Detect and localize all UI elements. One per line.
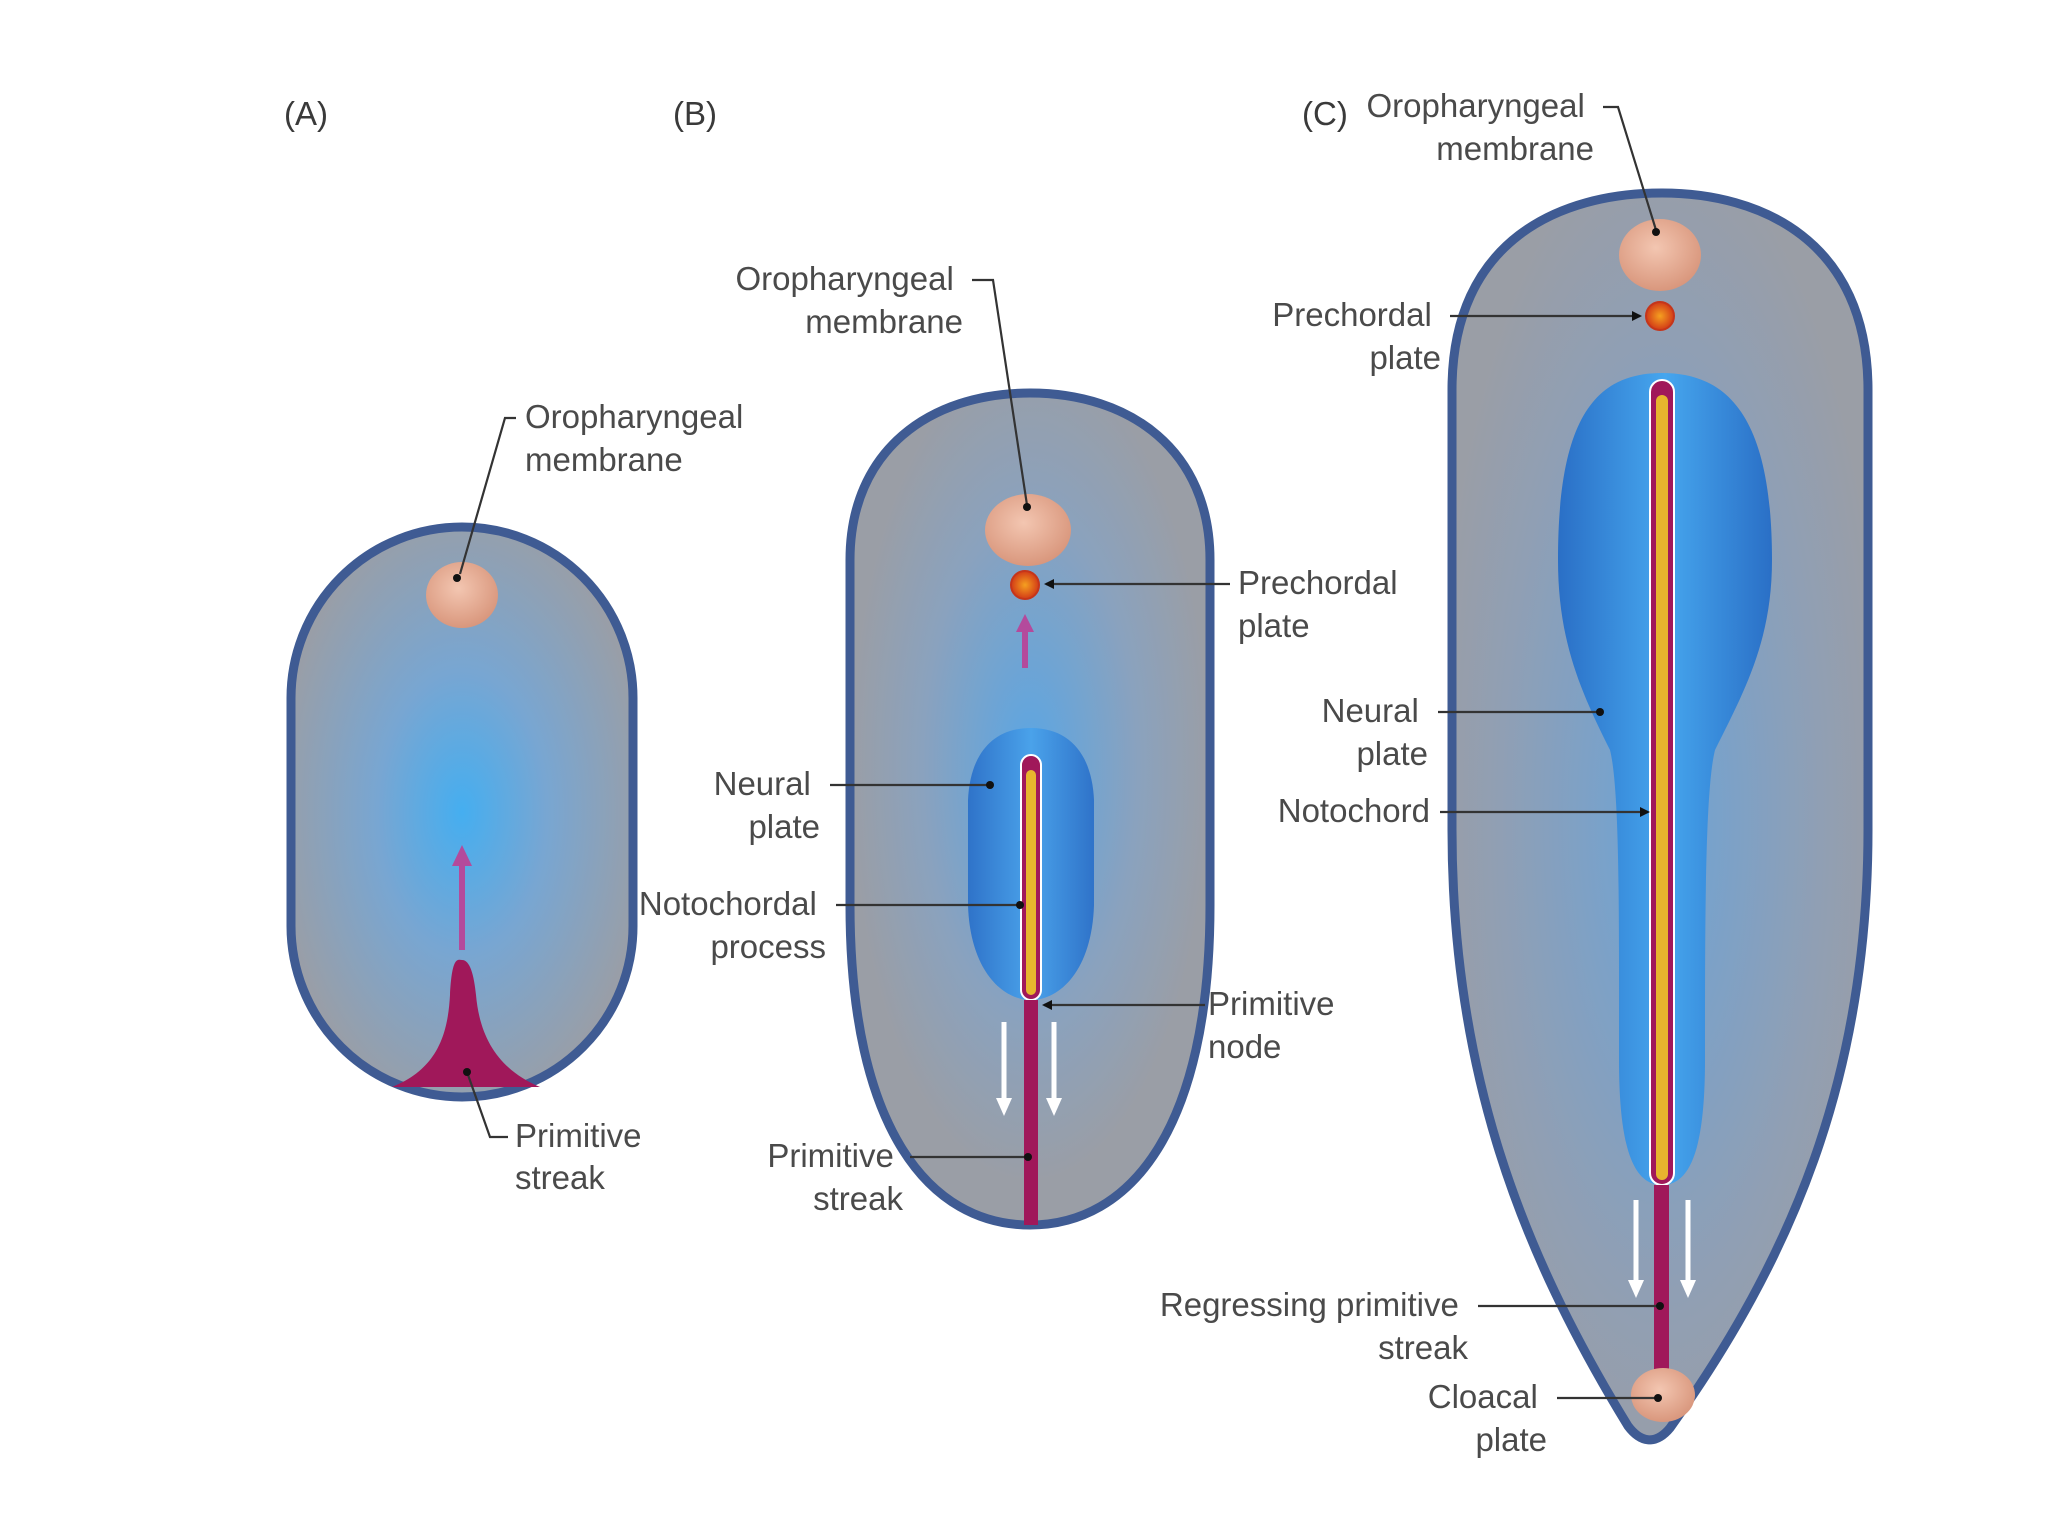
panel-c-notochord-pointer xyxy=(1640,807,1650,817)
panel-a-streak-leader xyxy=(465,1071,508,1139)
panel-c-prechordal-plate xyxy=(1645,301,1675,331)
panel-a-streak-label: Primitive streak xyxy=(515,1117,651,1196)
panel-c-neural-dot xyxy=(1596,708,1604,716)
panel-a-primitive-streak xyxy=(392,959,540,1087)
panel-c: (C) Oropharyngeal membrane Prechordal xyxy=(1160,87,1873,1458)
panel-a-letter: (A) xyxy=(284,95,328,132)
panel-b-notochordal-process xyxy=(1026,770,1036,995)
panel-c-notochord xyxy=(1656,395,1668,1180)
panel-c-cloacal-dot xyxy=(1654,1394,1662,1402)
panel-c-letter: (C) xyxy=(1302,95,1348,132)
panel-b-neural-dot xyxy=(986,781,994,789)
panel-c-neural-label: Neural plate xyxy=(1322,692,1428,772)
panel-b-neural-label: Neural plate xyxy=(714,765,820,845)
panel-a-membrane-label: Oropharyngeal membrane xyxy=(525,398,752,478)
panel-a-membrane-dot xyxy=(453,574,461,582)
panel-a-arrowhead xyxy=(452,845,472,866)
panel-c-cloacal-label: Cloacal plate xyxy=(1428,1378,1547,1458)
panel-b-streak-label: Primitive streak xyxy=(767,1137,903,1217)
panel-b-arrowhead xyxy=(1016,614,1034,632)
panel-a-oropharyngeal-membrane xyxy=(426,562,498,628)
panel-b: (B) Oropharyngeal membrane Precho xyxy=(639,95,1407,1230)
panel-b-streak-dot xyxy=(1024,1153,1032,1161)
panel-c-notochord-label: Notochord xyxy=(1278,792,1430,829)
panel-c-regression-arrowhead-right xyxy=(1680,1280,1696,1298)
panel-c-regressing-streak-dot xyxy=(1656,1302,1664,1310)
panel-c-prechordal-label: Prechordal plate xyxy=(1272,296,1441,376)
panel-c-regressing-primitive-streak xyxy=(1654,1185,1669,1385)
panel-c-regression-arrowhead-left xyxy=(1628,1280,1644,1298)
panel-c-oropharyngeal-membrane xyxy=(1619,219,1701,291)
panel-a-membrane-leader xyxy=(458,416,516,575)
panel-b-prechordal-plate xyxy=(1010,570,1040,600)
panel-b-prechordal-pointer xyxy=(1044,579,1054,589)
panel-a-embryo xyxy=(286,522,638,1102)
panel-b-regression-arrowhead-left xyxy=(996,1098,1012,1116)
panel-c-prechordal-pointer xyxy=(1632,311,1642,321)
panel-b-node-pointer xyxy=(1042,1000,1052,1010)
panel-c-membrane-leader xyxy=(1603,105,1658,231)
panel-b-letter: (B) xyxy=(673,95,717,132)
panel-b-primitive-streak xyxy=(1024,1000,1038,1225)
panel-c-regressing-streak-label: Regressing primitive streak xyxy=(1160,1286,1469,1366)
panel-b-oropharyngeal-membrane xyxy=(985,494,1071,566)
panel-c-membrane-dot xyxy=(1652,228,1660,236)
panel-c-membrane-label: Oropharyngeal membrane xyxy=(1367,87,1594,167)
panel-b-notochordal-label: Notochordal process xyxy=(639,885,826,965)
panel-b-notochordal-dot xyxy=(1016,901,1024,909)
panel-c-cloacal-plate xyxy=(1631,1368,1695,1422)
panel-b-membrane-leader xyxy=(972,278,1029,506)
panel-a: (A) Oropharyngeal membrane Primitive str… xyxy=(284,95,752,1196)
panel-b-node-label: Primitive node xyxy=(1208,985,1344,1065)
panel-b-prechordal-label: Prechordal plate xyxy=(1238,564,1407,644)
panel-b-regression-arrowhead-right xyxy=(1046,1098,1062,1116)
panel-b-membrane-dot xyxy=(1023,503,1031,511)
panel-a-streak-dot xyxy=(463,1068,471,1076)
panel-b-membrane-label: Oropharyngeal membrane xyxy=(736,260,963,340)
